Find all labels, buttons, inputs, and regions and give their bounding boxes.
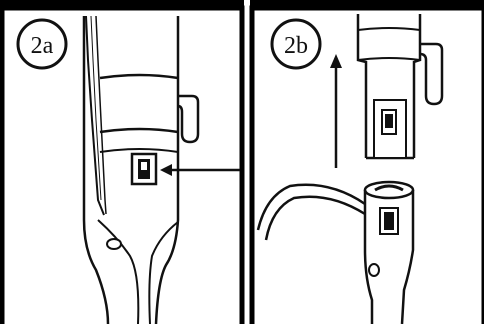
panel-2a-label: 2a <box>31 33 54 59</box>
panel-2a-label-badge: 2a <box>18 20 66 68</box>
panel-2b-socket-top <box>365 182 413 198</box>
panel-2b-connector-switch <box>385 114 393 128</box>
panel-2a-switch-highlight <box>141 162 147 170</box>
panel-2b-label-badge: 2b <box>272 20 320 68</box>
panel-2b-top-strip <box>250 0 484 8</box>
panel-2a-hole <box>107 239 121 249</box>
panel-2a: 2a <box>0 0 244 324</box>
panel-2b-lower-hole <box>369 264 379 276</box>
panel-2a-top-strip <box>0 0 244 8</box>
panel-2b-lower-switch <box>384 212 394 230</box>
panel-2b: 2b <box>250 0 484 324</box>
panel-2b-label: 2b <box>284 33 308 59</box>
